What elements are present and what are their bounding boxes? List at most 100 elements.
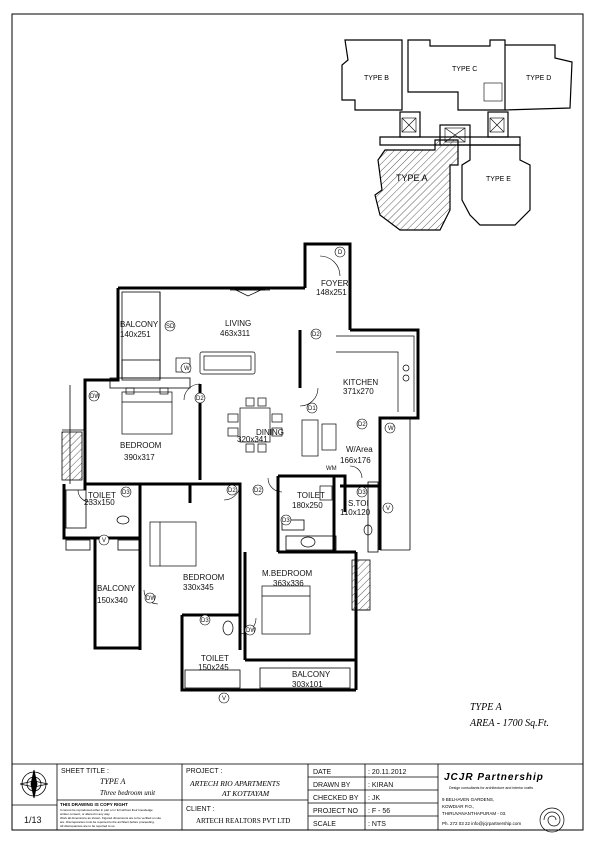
copyright-line-3: Work all dimensions as shown. Figured di… (60, 816, 161, 820)
project-label: PROJECT : (186, 768, 222, 775)
room-living-size: 463x311 (220, 329, 251, 338)
door-tag-d3-toilet2: D3 (282, 518, 290, 524)
key-plan-label-type-e: TYPE E (486, 176, 511, 183)
living-sofa (199, 351, 256, 375)
drawn-by-value: : KIRAN (368, 782, 393, 789)
door-tag-w-living: W (184, 366, 190, 372)
firm-address-2: KOWDIAR P.O., (442, 804, 474, 809)
client-label: CLIENT : (186, 806, 215, 813)
copyright-line-5: All discrepancies are to be reported to … (60, 824, 116, 828)
key-plan-type-c (407, 39, 506, 111)
master-bed (261, 585, 311, 635)
unit-type: TYPE A (470, 702, 503, 713)
firm-contact: Ph. 272 03 22 info@jcjrpartnership.com (442, 821, 521, 826)
unit-area: AREA - 1700 Sq.Ft. (469, 718, 549, 729)
door-tag-d3-stoi: D3 (358, 490, 366, 496)
room-balcony-2-size: 150x340 (97, 596, 128, 605)
checked-by-label: CHECKED BY (313, 795, 359, 802)
key-plan-type-b (341, 39, 403, 111)
door-tag-wm: WM (326, 466, 337, 472)
room-mbedroom-name: M.BEDROOM (262, 569, 313, 578)
room-bedroom-2-size: 330x345 (183, 583, 214, 592)
door-tag-dw: DW (90, 394, 100, 400)
date-value: : 20.11.2012 (368, 769, 407, 776)
room-warea-name: W/Area (346, 445, 373, 454)
room-toilet-1-size: 233x150 (84, 498, 115, 507)
room-stoi-size: 110x120 (340, 508, 371, 517)
furniture (116, 287, 415, 636)
door-tag-v-toilet3: V (222, 696, 226, 702)
key-plan-type-d (504, 44, 573, 111)
firm-logo-icon (539, 807, 565, 833)
door-tag-d2-bed2: D2 (228, 488, 236, 494)
room-kitchen-name: KITCHEN (343, 378, 378, 387)
door-tag-d3-toilet3: D3 (201, 618, 209, 624)
door-tag-d3-toilet1: D3 (122, 490, 130, 496)
project-place: AT KOTTAYAM (221, 789, 270, 798)
door-tag-d2-bed1: D2 (196, 396, 204, 402)
copyright-line-1: It cannot be reproduced either in part o… (60, 808, 153, 812)
bedroom-1-bed (121, 391, 173, 435)
room-foyer-size: 148x251 (316, 288, 347, 297)
room-bedroom-1-name: BEDROOM (120, 441, 162, 450)
client-name: ARTECH REALTORS PVT LTD (196, 817, 290, 825)
room-toilet-1-name: TOILET (88, 491, 116, 500)
door-tag-v-stoi: V (386, 506, 390, 512)
room-mbedroom-size: 363x336 (273, 579, 304, 588)
door-tag-d-foyer: D (338, 250, 343, 256)
scale-label: SCALE (313, 821, 336, 828)
project-no-label: PROJECT NO (313, 808, 359, 815)
firm-address-1: 9 BELHAVEN GARDENS, (442, 797, 494, 802)
firm-name: JCJR Partnership (444, 772, 544, 783)
key-plan-label-type-a: TYPE A (396, 173, 428, 183)
room-toilet-3-name: TOILET (201, 654, 229, 663)
copyright-heading: THIS DRAWING IS COPY RIGHT (60, 802, 128, 807)
room-dining-name: DINING (256, 428, 284, 437)
key-plan-type-a (374, 139, 459, 231)
copyright-line-2: written consent, or altered in any way. (60, 812, 110, 816)
date-label: DATE (313, 769, 331, 776)
firm-address-3: THIRUVANANTHAPURAM - 03. (442, 811, 506, 816)
key-plan-label-type-d: TYPE D (526, 75, 551, 82)
project-name: ARTECH RIO APARTMENTS (189, 779, 280, 788)
room-balcony-3-name: BALCONY (292, 670, 331, 679)
bedroom-2-bed (149, 521, 197, 567)
sheet-subtitle: Three bedroom unit (100, 789, 156, 797)
room-dining-size: 320x341 (237, 435, 268, 444)
sheet-title-label: SHEET TITLE : (61, 768, 109, 775)
room-balcony-3-size: 303x101 (292, 680, 323, 689)
door-tag-sd: SD (166, 324, 175, 330)
room-balcony-2-name: BALCONY (97, 584, 136, 593)
drawn-by-label: DRAWN BY (313, 782, 351, 789)
room-bedroom-1-size: 390x317 (124, 453, 155, 462)
room-toilet-2-name: TOILET (297, 491, 325, 500)
firm-tagline: Design consultants for architecture and … (449, 786, 533, 790)
key-plan-core-right (487, 111, 509, 138)
scale-value: : NTS (368, 821, 386, 828)
room-foyer-name: FOYER (321, 279, 349, 288)
title-block (11, 763, 584, 831)
door-tags (88, 246, 396, 704)
door-tag-w-service: W (388, 426, 394, 432)
key-plan (341, 39, 573, 231)
room-balcony-1-size: 140x251 (120, 330, 151, 339)
room-kitchen-size: 371x270 (343, 387, 374, 396)
checked-by-value: : JK (368, 795, 380, 802)
room-balcony-1-name: BALCONY (120, 320, 159, 329)
sheet-number: 1/13 (24, 815, 42, 825)
key-plan-core-left (399, 111, 421, 138)
dining-table (239, 407, 271, 443)
floor-plan-walls (62, 242, 420, 692)
door-tag-dw-mbed: DW (246, 628, 256, 634)
room-toilet-3-size: 150x245 (198, 663, 229, 672)
room-warea-size: 166x176 (340, 456, 371, 465)
room-stoi-name: S.TOI (348, 499, 369, 508)
room-living-name: LIVING (225, 319, 251, 328)
door-tag-v-balcony2: V (102, 538, 106, 544)
north-arrow-icon (19, 769, 49, 799)
door-tag-d2-warea: D2 (358, 422, 366, 428)
door-tag-d2-kitchen: D2 (312, 332, 320, 338)
room-bedroom-2-name: BEDROOM (183, 573, 225, 582)
door-tag-dw-bed2: DW (146, 596, 156, 602)
